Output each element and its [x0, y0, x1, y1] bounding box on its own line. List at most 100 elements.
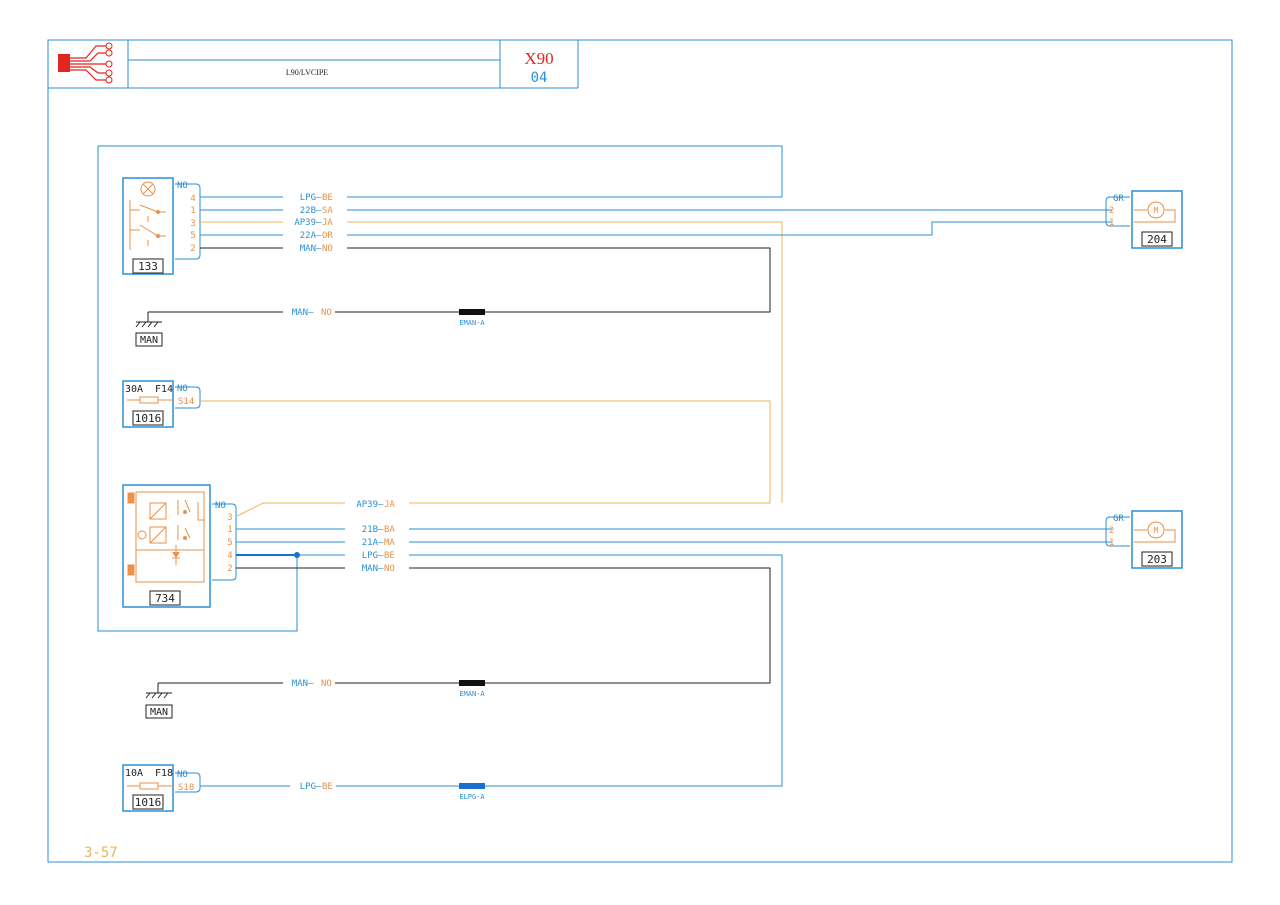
fuse-rating: 30A	[125, 384, 143, 395]
component-id: 734	[155, 592, 175, 605]
vehicle-code: X90	[524, 49, 553, 68]
component-id: 1016	[135, 412, 162, 425]
pin-number: 4	[227, 551, 232, 561]
pin-number: 5	[227, 538, 232, 548]
fuse-f18: 10A F18 1016 NO S18 LPG — BE ELPG-A	[122, 764, 485, 812]
svg-text:—: —	[316, 782, 322, 792]
wire-color: SA	[322, 206, 333, 216]
component-734: 734 NO 3 1 5 4 2	[122, 484, 237, 608]
enclosure-line	[98, 145, 783, 197]
svg-text:—: —	[378, 551, 384, 561]
svg-text:—: —	[378, 538, 384, 548]
wire-color: NO	[322, 244, 333, 254]
splice-label: EMAN-A	[459, 690, 485, 698]
splice-label: ELPG-A	[459, 793, 485, 801]
wire-color: JA	[322, 218, 333, 228]
motor-204: GR 2 1 M 204	[1105, 190, 1183, 249]
wire-color: BE	[322, 193, 333, 203]
motor-icon: M	[1134, 201, 1176, 223]
wire-code: LPG	[300, 193, 316, 203]
component-133: 133 NO 4 1 3 5 2	[122, 177, 201, 275]
pin-number: 1	[190, 206, 195, 216]
pin-number: 1	[1109, 538, 1114, 548]
wire-code: 22B	[300, 206, 316, 216]
wire-color: BE	[384, 551, 395, 561]
ground-label: MAN	[140, 335, 158, 346]
pin-number: 2	[1109, 206, 1114, 216]
connector-color: NO	[177, 384, 188, 394]
pin-number: 5	[190, 231, 195, 241]
wire-color: NO	[384, 564, 395, 574]
wire-code: AP39	[294, 218, 316, 228]
wire-code: MAN	[292, 679, 308, 689]
svg-text:—: —	[316, 206, 322, 216]
component-id: 204	[1147, 233, 1167, 246]
fuse-f14: 30A F14 1016 NO S14	[122, 380, 771, 517]
pin-number: 2	[227, 564, 232, 574]
enclosure-line	[97, 146, 298, 632]
harness-connector-icon	[58, 42, 113, 84]
pin-number: 3	[190, 219, 195, 229]
wire-color: NO	[321, 308, 332, 318]
pin-number: S14	[178, 397, 194, 407]
ground-icon	[145, 692, 172, 699]
splice-block	[459, 680, 485, 686]
wire-code: MAN	[300, 244, 316, 254]
fuse-rating: 10A	[125, 768, 143, 779]
fuse-number: F18	[155, 768, 173, 779]
motor-icon: M	[1134, 521, 1176, 543]
pin-number: S18	[178, 783, 194, 793]
pin-number: 1	[1109, 218, 1114, 228]
wire-color: OR	[322, 231, 333, 241]
motor-203: GR 2 1 M 203	[1105, 510, 1183, 569]
connector-color: NO	[177, 770, 188, 780]
fuse-icon	[127, 782, 173, 790]
pin-number: 2	[190, 244, 195, 254]
wire-color: JA	[384, 500, 395, 510]
connector-color: NO	[215, 501, 226, 511]
svg-text:—: —	[378, 564, 384, 574]
ground-icon	[135, 321, 162, 328]
wire-labels-133: LPG — BE 22B — SA AP39 — JA 22A — OR MAN…	[283, 192, 347, 254]
component-id: 1016	[135, 796, 162, 809]
connector-color: GR	[1113, 194, 1124, 204]
svg-text:—: —	[308, 308, 314, 318]
wires-133	[200, 196, 1112, 503]
wire-code: MAN	[362, 564, 378, 574]
pin-number: 3	[227, 513, 232, 523]
fuse-number: F14	[155, 384, 173, 395]
wires-734	[200, 528, 1112, 787]
wire-code: AP39	[356, 500, 378, 510]
svg-text:—: —	[316, 193, 322, 203]
component-id: 203	[1147, 553, 1167, 566]
svg-text:—: —	[316, 218, 322, 228]
wire-code: 21A	[362, 538, 379, 548]
svg-text:—: —	[316, 231, 322, 241]
wire-code: LPG	[362, 551, 378, 561]
connector-color: NO	[177, 181, 188, 191]
lamp-icon	[140, 181, 156, 197]
motor-symbol: M	[1154, 206, 1159, 215]
pin-number: 2	[1109, 526, 1114, 536]
ground-2: MAN MAN — NO EMAN-A	[145, 679, 485, 719]
page-title: L90/LVCIPE	[286, 68, 328, 77]
wire-color: NO	[321, 679, 332, 689]
ground-label: MAN	[150, 707, 168, 718]
wire-color: BE	[322, 782, 333, 792]
wire-color: BA	[384, 525, 395, 535]
relay-switch-icon	[129, 200, 166, 250]
svg-text:—: —	[308, 679, 314, 689]
svg-text:—: —	[378, 525, 384, 535]
splice-block	[459, 783, 485, 789]
diode-icon	[172, 552, 180, 559]
svg-text:—: —	[316, 244, 322, 254]
ground-1: MAN MAN — NO EMAN-A	[135, 308, 485, 347]
wire-code: 21B	[362, 525, 378, 535]
pin-number: 4	[190, 194, 195, 204]
motor-symbol: M	[1154, 526, 1159, 535]
page-reference: 3-57	[84, 845, 118, 861]
sheet-number: 04	[531, 70, 548, 86]
wire-code: LPG	[300, 782, 316, 792]
svg-text:—: —	[378, 500, 384, 510]
